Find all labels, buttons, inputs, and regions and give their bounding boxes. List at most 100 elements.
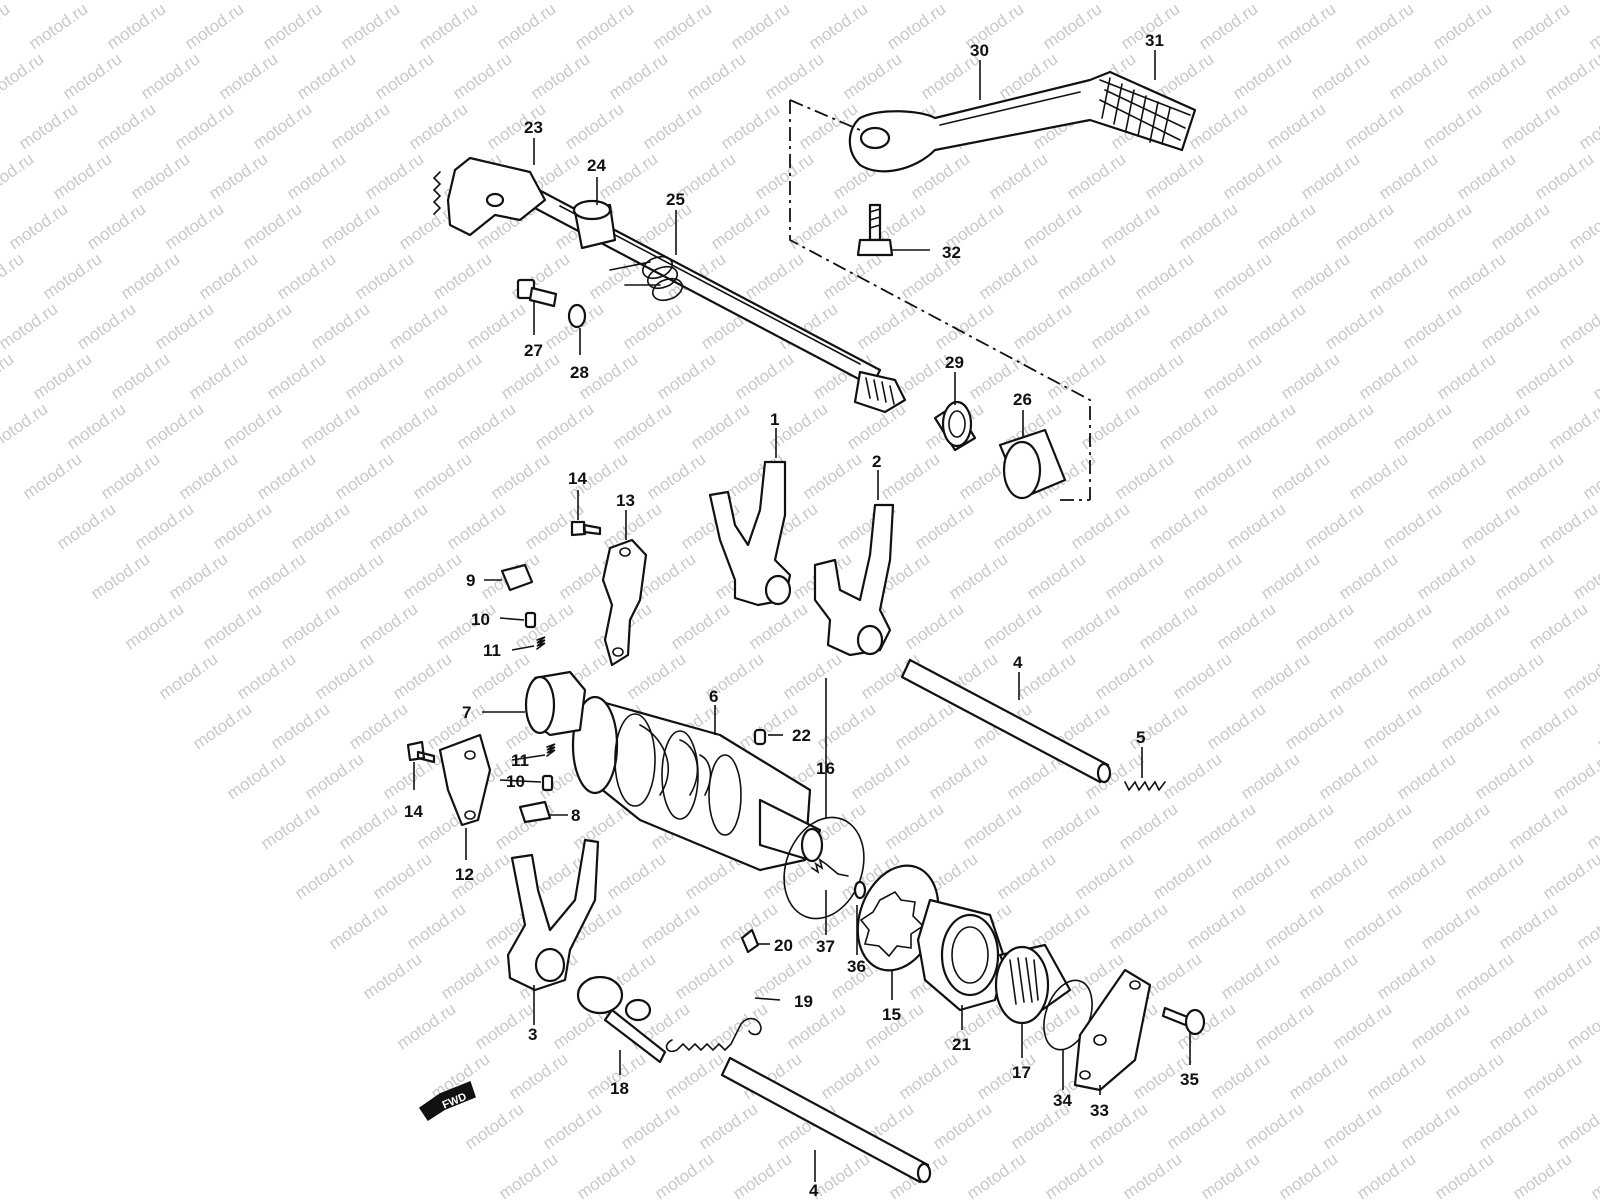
watermark-text: motod.ru — [267, 699, 333, 753]
watermark-text: motod.ru — [229, 299, 295, 353]
watermark-text: motod.ru — [359, 949, 425, 1003]
watermark-text: motod.ru — [1519, 1049, 1585, 1103]
watermark-text: motod.ru — [661, 1049, 727, 1103]
watermark-text: motod.ru — [1189, 449, 1255, 503]
watermark-text: motod.ru — [571, 0, 637, 53]
watermark-text: motod.ru — [233, 649, 299, 703]
label-23: 23 — [524, 118, 543, 137]
watermark-text: motod.ru — [1553, 1099, 1600, 1153]
watermark-text: motod.ru — [1447, 599, 1513, 653]
watermark-text: motod.ru — [729, 1149, 795, 1200]
watermark-text: motod.ru — [307, 299, 373, 353]
watermark-text: motod.ru — [1209, 249, 1275, 303]
watermark-text: motod.ru — [1319, 1099, 1385, 1153]
watermark-text: motod.ru — [405, 99, 471, 153]
watermark-text: motod.ru — [617, 1099, 683, 1153]
label-3: 3 — [528, 1025, 537, 1044]
watermark-text: motod.ru — [1227, 849, 1293, 903]
label-5: 5 — [1136, 728, 1145, 747]
watermark-text: motod.ru — [257, 799, 323, 853]
label-11b: 11 — [511, 751, 529, 770]
watermark-text: motod.ru — [1009, 299, 1075, 353]
watermark-text: motod.ru — [93, 99, 159, 153]
watermark-text: motod.ru — [1013, 649, 1079, 703]
watermark-text: motod.ru — [495, 1149, 561, 1200]
watermark-text: motod.ru — [1521, 249, 1587, 303]
watermark-text: motod.ru — [487, 449, 553, 503]
label-4b: 4 — [809, 1181, 819, 1200]
watermark-text: motod.ru — [1441, 1049, 1507, 1103]
watermark-text: motod.ru — [1365, 249, 1431, 303]
watermark-text: motod.ru — [1335, 549, 1401, 603]
watermark-text: motod.ru — [1525, 599, 1591, 653]
watermark-text: motod.ru — [141, 399, 207, 453]
watermark-text: motod.ru — [643, 449, 709, 503]
watermark-text: motod.ru — [369, 849, 435, 903]
watermark-text: motod.ru — [683, 49, 749, 103]
watermark-text: motod.ru — [209, 499, 275, 553]
gearshift-shaft — [432, 156, 907, 414]
watermark-text: motod.ru — [1121, 349, 1187, 403]
watermark-text: motod.ru — [1481, 649, 1547, 703]
watermark-text: motod.ru — [1091, 649, 1157, 703]
label-34: 34 — [1053, 1091, 1072, 1110]
screw-35 — [1161, 1006, 1206, 1036]
watermark-text: motod.ru — [215, 49, 281, 103]
cam-guide-plate — [438, 733, 492, 827]
watermark-text: motod.ru — [853, 299, 919, 353]
watermark-text: motod.ru — [1285, 1049, 1351, 1103]
watermark-text: motod.ru — [121, 599, 187, 653]
label-22: 22 — [792, 726, 811, 745]
watermark-text: motod.ru — [1179, 549, 1245, 603]
watermark-text: motod.ru — [1087, 299, 1153, 353]
watermark-text: motod.ru — [437, 949, 503, 1003]
watermark-text: motod.ru — [895, 1049, 961, 1103]
watermark-text: motod.ru — [609, 399, 675, 453]
watermark-text: motod.ru — [603, 849, 669, 903]
spring-5 — [1124, 780, 1166, 792]
watermark-text: motod.ru — [1355, 349, 1421, 403]
watermark-text: motod.ru — [805, 0, 871, 53]
watermark-text: motod.ru — [1471, 749, 1537, 803]
label-14b: 14 — [404, 802, 423, 821]
watermark-text: motod.ru — [1485, 999, 1551, 1053]
watermark-text: motod.ru — [1585, 0, 1600, 53]
watermark-text: motod.ru — [1257, 549, 1323, 603]
watermark-text: motod.ru — [53, 499, 119, 553]
label-16: 16 — [816, 759, 835, 778]
watermark-text: motod.ru — [171, 99, 237, 153]
watermark-text: motod.ru — [1173, 999, 1239, 1053]
watermark-text: motod.ru — [1311, 399, 1377, 453]
watermark-text: motod.ru — [1457, 499, 1523, 553]
watermark-text: motod.ru — [155, 649, 221, 703]
watermark-text: motod.ru — [1509, 1149, 1575, 1200]
watermark-text: motod.ru — [5, 199, 71, 253]
watermark-text: motod.ru — [1579, 449, 1600, 503]
label-17: 17 — [1012, 1063, 1031, 1082]
label-31: 31 — [1145, 31, 1164, 50]
watermark-text: motod.ru — [1251, 999, 1317, 1053]
shift-fork-3 — [506, 838, 600, 992]
watermark-text: motod.ru — [1511, 349, 1577, 403]
watermark-text: motod.ru — [1413, 549, 1479, 603]
label-4a: 4 — [1013, 653, 1023, 672]
watermark-text: motod.ru — [1433, 349, 1499, 403]
watermark-text: motod.ru — [277, 599, 343, 653]
watermark-text: motod.ru — [1163, 1099, 1229, 1153]
watermark-text: motod.ru — [25, 0, 91, 53]
pin-10a — [524, 611, 537, 629]
watermark-text: motod.ru — [1305, 849, 1371, 903]
watermark-text: motod.ru — [399, 549, 465, 603]
watermark-text: motod.ru — [1569, 549, 1600, 603]
watermark-text: motod.ru — [181, 0, 247, 53]
watermark-text: motod.ru — [97, 449, 163, 503]
watermark-text: motod.ru — [389, 649, 455, 703]
watermark-text: motod.ru — [1193, 799, 1259, 853]
watermark-text: motod.ru — [291, 849, 357, 903]
cam-stopper-8 — [518, 800, 552, 824]
watermark-text: motod.ru — [1535, 499, 1600, 553]
watermark-text: motod.ru — [511, 599, 577, 653]
watermark-text: motod.ru — [1291, 599, 1357, 653]
watermark-text: motod.ru — [1587, 1149, 1600, 1200]
watermark-text: motod.ru — [891, 699, 957, 753]
